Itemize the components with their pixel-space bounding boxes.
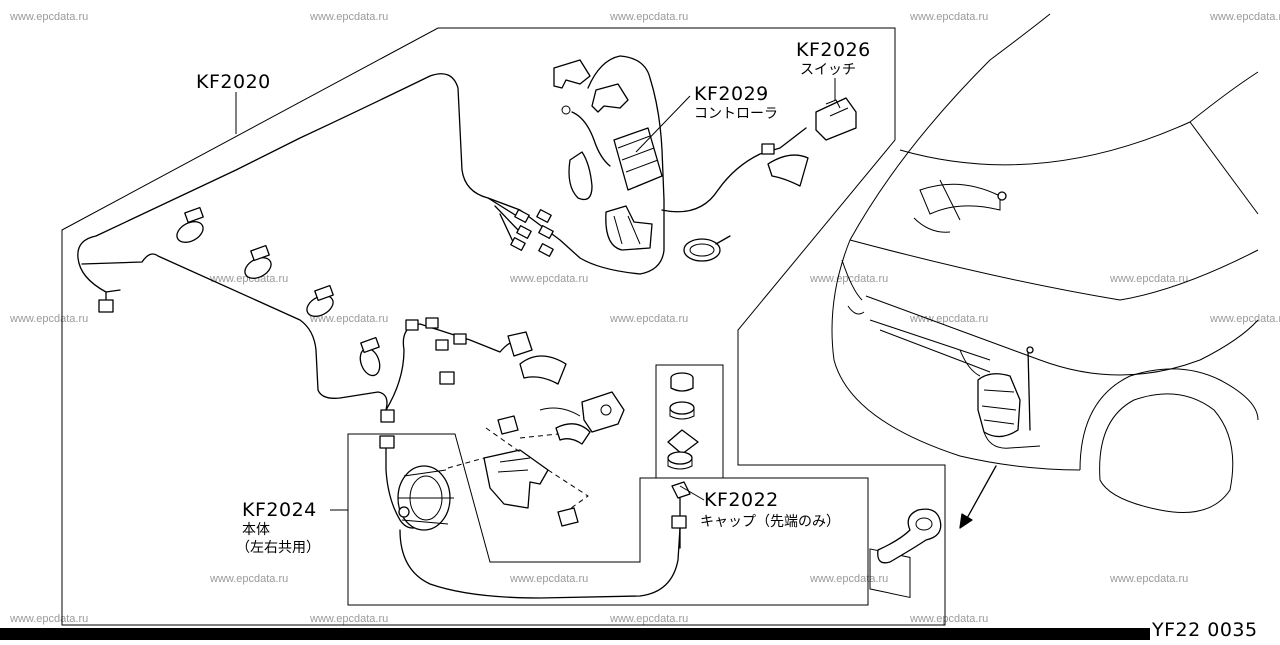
leader-lines <box>235 78 836 511</box>
harness-connector <box>516 225 532 239</box>
cap-cover <box>667 451 693 470</box>
watermark: www.epcdata.ru <box>909 613 988 625</box>
callout-kf2029: KF2029 コントローラ <box>694 83 778 122</box>
bolt <box>561 105 571 115</box>
part-code: KF2020 <box>196 71 271 93</box>
watermark: www.epcdata.ru <box>609 313 688 325</box>
callout-kf2026: KF2026 スイッチ <box>796 39 871 78</box>
harness-connector <box>405 319 419 331</box>
part-name: 本体 <box>242 522 270 538</box>
watermark: www.epcdata.ru <box>609 613 688 625</box>
vehicle-illustration <box>831 13 1259 599</box>
cap-detail-outline <box>655 364 724 479</box>
subassembly-outline <box>347 433 869 606</box>
watermark: www.epcdata.ru <box>509 573 588 585</box>
hose-clamp <box>568 151 593 201</box>
harness-connector <box>538 243 554 257</box>
harness-connector <box>380 409 395 423</box>
part-name: スイッチ <box>800 62 856 78</box>
cap-parts <box>667 372 699 549</box>
part-code: KF2026 <box>796 39 871 61</box>
harness-clamps <box>176 206 381 377</box>
watermark: www.epcdata.ru <box>309 313 388 325</box>
cap-gasket <box>667 429 699 455</box>
part-code: KF2029 <box>694 83 769 105</box>
nozzle-bracket <box>581 391 625 433</box>
insulator-pad <box>767 154 809 187</box>
watermark: www.epcdata.ru <box>1209 313 1280 325</box>
insulator-pad <box>519 355 567 385</box>
watermark: www.epcdata.ru <box>209 273 288 285</box>
bottom-bar <box>0 628 1150 640</box>
watermark: www.epcdata.ru <box>1209 11 1280 23</box>
switch-assembly <box>661 97 857 213</box>
callout-kf2020: KF2020 <box>196 71 271 93</box>
mounting-bracket <box>605 205 653 251</box>
cap-grommet <box>670 372 694 392</box>
switch-unit <box>815 97 857 141</box>
watermark: www.epcdata.ru <box>909 313 988 325</box>
part-name: キャップ（先端のみ） <box>700 514 840 530</box>
relay <box>507 331 533 357</box>
washer-nozzle <box>671 481 691 549</box>
harness-connector <box>425 317 439 329</box>
watermark: www.epcdata.ru <box>9 11 88 23</box>
callout-kf2024: KF2024 本体 （左右共用） <box>236 499 320 556</box>
watermark: www.epcdata.ru <box>1109 273 1188 285</box>
controller-unit <box>613 127 663 191</box>
lower-harness <box>385 317 567 411</box>
harness-connector <box>514 209 530 223</box>
harness-connector <box>379 435 395 449</box>
harness-connector <box>538 225 554 239</box>
watermark: www.epcdata.ru <box>309 11 388 23</box>
band-clamp <box>244 244 272 279</box>
part-name: コントローラ <box>694 106 778 122</box>
watermark: www.epcdata.ru <box>1109 573 1188 585</box>
installed-washer <box>977 373 1021 438</box>
band-clamp <box>176 206 204 243</box>
harness-connector <box>98 299 114 313</box>
bolt <box>497 415 519 435</box>
watermark: www.epcdata.ru <box>9 613 88 625</box>
watermark: www.epcdata.ru <box>509 273 588 285</box>
harness-connector <box>761 143 775 155</box>
callout-kf2022: KF2022 キャップ（先端のみ） <box>700 489 840 530</box>
harness-connector <box>453 333 467 345</box>
watermark: www.epcdata.ru <box>809 273 888 285</box>
part-note: （左右共用） <box>236 540 320 556</box>
watermark: www.epcdata.ru <box>609 11 688 23</box>
watermark-layer: www.epcdata.ru www.epcdata.ru www.epcdat… <box>9 11 1280 625</box>
watermark: www.epcdata.ru <box>309 613 388 625</box>
watermark: www.epcdata.ru <box>809 573 888 585</box>
harness-connector <box>435 339 449 351</box>
assembly-outline <box>61 27 946 626</box>
drawing-code: YF22 0035 <box>1151 619 1258 640</box>
band-clamp <box>306 284 334 317</box>
main-harness <box>77 73 665 423</box>
harness-connector <box>510 237 526 251</box>
washer-body <box>379 435 681 599</box>
band-clamp <box>359 336 381 377</box>
part-code: KF2022 <box>704 489 779 511</box>
wrench-tool <box>877 508 942 564</box>
watermark: www.epcdata.ru <box>9 313 88 325</box>
watermark: www.epcdata.ru <box>209 573 288 585</box>
bolt <box>398 506 410 518</box>
bracket-clip <box>591 83 629 113</box>
controller-assembly <box>553 55 731 262</box>
mounting-bracket-assembly <box>447 391 625 527</box>
cap-seal <box>669 401 695 420</box>
harness-connector <box>536 209 552 223</box>
watermark: www.epcdata.ru <box>909 11 988 23</box>
nut <box>557 507 579 527</box>
grommet <box>555 423 591 445</box>
cable-tie <box>683 235 731 262</box>
bracket-clip <box>553 59 591 89</box>
part-code: KF2024 <box>242 499 317 521</box>
harness-connector <box>439 371 455 385</box>
